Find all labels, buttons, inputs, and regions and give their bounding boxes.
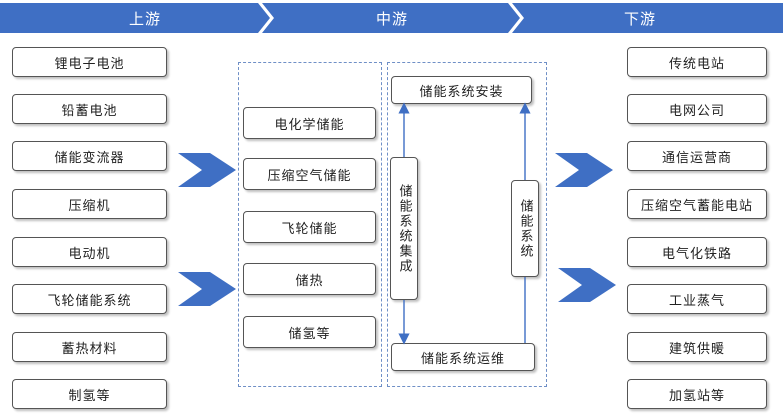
system-box: 储能系统 xyxy=(511,180,539,277)
storage-type-item: 压缩空气储能 xyxy=(243,158,376,190)
stage-label-downstream: 下游 xyxy=(623,10,656,28)
upstream-item: 储能变流器 xyxy=(12,141,167,171)
chevron-arrow-icon xyxy=(555,153,613,187)
downstream-item: 通信运营商 xyxy=(627,141,767,171)
downstream-item: 传统电站 xyxy=(627,47,767,77)
operation-box: 储能系统运维 xyxy=(391,343,535,371)
upstream-item: 制氢等 xyxy=(12,379,167,409)
banner-segment-midstream xyxy=(262,3,520,33)
storage-types-group xyxy=(238,62,382,387)
upstream-item: 压缩机 xyxy=(12,189,167,219)
downstream-item: 加氢站等 xyxy=(627,379,767,409)
storage-type-item: 储热 xyxy=(243,263,376,295)
upstream-item: 锂电子电池 xyxy=(12,47,167,77)
storage-type-item: 飞轮储能 xyxy=(243,211,376,243)
downstream-item: 电气化铁路 xyxy=(627,237,767,267)
stage-banner xyxy=(0,3,783,33)
storage-type-item: 电化学储能 xyxy=(243,107,376,139)
banner-segment-downstream xyxy=(512,3,783,33)
system-label: 储能系统 xyxy=(517,198,533,259)
banner-segment-upstream xyxy=(0,3,270,33)
downstream-item: 建筑供暖 xyxy=(627,332,767,362)
upstream-item: 电动机 xyxy=(12,237,167,267)
upstream-item: 蓄热材料 xyxy=(12,332,167,362)
upstream-item: 铅蓄电池 xyxy=(12,94,167,124)
downstream-item: 电网公司 xyxy=(627,94,767,124)
stage-label-midstream: 中游 xyxy=(375,10,408,28)
upstream-item: 飞轮储能系统 xyxy=(12,284,167,314)
chevron-arrow-icon xyxy=(178,272,236,306)
chevron-arrow-icon xyxy=(178,153,236,187)
storage-type-item: 储氢等 xyxy=(243,316,376,348)
chevron-arrow-icon xyxy=(558,268,616,302)
installation-box: 储能系统安装 xyxy=(391,76,532,104)
downstream-item: 压缩空气蓄能电站 xyxy=(627,189,767,219)
stage-label-upstream: 上游 xyxy=(128,10,161,28)
integration-label: 储能系统集成 xyxy=(396,183,412,274)
integration-box: 储能系统集成 xyxy=(390,157,418,300)
system-process-group xyxy=(387,62,547,387)
downstream-item: 工业蒸气 xyxy=(627,284,767,314)
